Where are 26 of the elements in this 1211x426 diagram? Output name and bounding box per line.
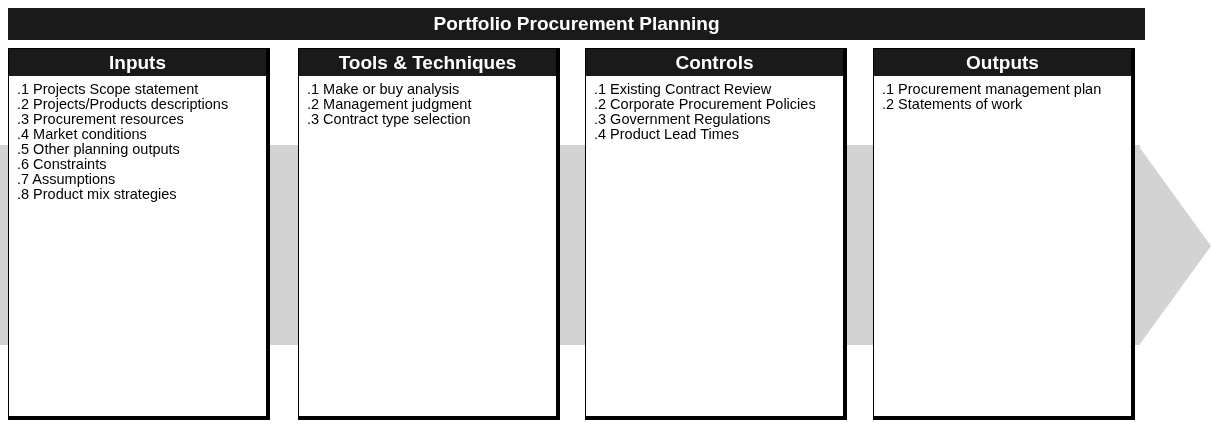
list-item: .8 Product mix strategies	[17, 187, 178, 202]
list-item: .5 Other planning outputs	[17, 142, 181, 157]
column-header: Inputs	[9, 49, 266, 76]
column-header: Controls	[586, 49, 843, 76]
column-panel	[585, 48, 847, 420]
column-header: Tools & Techniques	[299, 49, 556, 76]
list-item: .4 Market conditions	[17, 127, 148, 142]
list-item: .3 Contract type selection	[307, 112, 471, 127]
list-item: .2 Projects/Products descriptions	[17, 97, 230, 112]
list-item: .1 Existing Contract Review	[594, 82, 773, 97]
column-panel	[8, 48, 270, 420]
list-item: .3 Procurement resources	[17, 112, 184, 127]
list-item: .1 Make or buy analysis	[307, 82, 461, 97]
column-panel	[873, 48, 1135, 420]
list-item: .2 Statements of work	[882, 97, 1023, 112]
list-item: .2 Corporate Procurement Policies	[594, 97, 817, 112]
title-band: Portfolio Procurement Planning	[8, 8, 1145, 40]
list-item: .7 Assumptions	[17, 172, 117, 187]
list-item: .4 Product Lead Times	[594, 127, 740, 142]
list-item: .3 Government Regulations	[594, 112, 772, 127]
column-panel	[298, 48, 560, 420]
list-item: .1 Projects Scope statement	[17, 82, 200, 97]
list-item: .2 Management judgment	[307, 97, 473, 112]
list-item: .1 Procurement management plan	[882, 82, 1103, 97]
column-header: Outputs	[874, 49, 1131, 76]
list-item: .6 Constraints	[17, 157, 107, 172]
